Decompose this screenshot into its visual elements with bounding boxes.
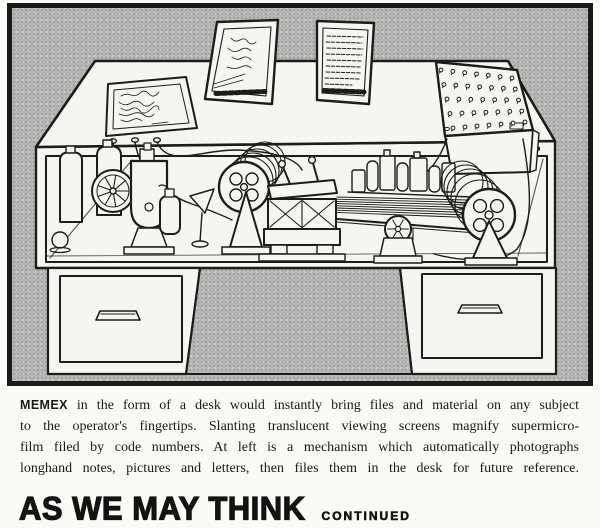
- writing-pad: [105, 76, 198, 144]
- electronics-units: [347, 149, 473, 198]
- caption-line-2: to the operator's fingertips. Slanting t…: [20, 419, 579, 434]
- caption-line-1: MEMEX in the form of a desk would instan…: [20, 395, 579, 416]
- kneehole: [185, 267, 413, 375]
- right-drawer-pedestal: [398, 266, 558, 376]
- viewing-screen-picture: [203, 18, 280, 106]
- spoked-wheel: [91, 169, 135, 213]
- keyboard-keys: [438, 67, 528, 132]
- caption-lead-word: MEMEX: [20, 398, 68, 412]
- article-headline: AS WE MAY THINK CONTINUED: [18, 490, 411, 528]
- caption-line-4: longhand notes, pictures and letters, th…: [20, 461, 579, 476]
- microfilm-reel-right: [440, 160, 518, 266]
- left-drawer-handle: [95, 310, 141, 321]
- caption-line-1-text: in the form of a desk would instantly br…: [67, 398, 579, 413]
- camera-tank: [123, 142, 175, 255]
- code-number-strip: [321, 88, 367, 95]
- drive-motor: [373, 215, 423, 264]
- viewing-screen-text: [315, 19, 376, 106]
- funnel-stand: [189, 188, 215, 248]
- headline-continued-label: CONTINUED: [321, 509, 411, 524]
- caption-line-3: film filed by code numbers. At left is a…: [20, 440, 579, 455]
- code-keyboard: [434, 60, 540, 175]
- figure-caption: MEMEX in the form of a desk would instan…: [20, 395, 579, 479]
- selector-carriage: [258, 155, 346, 262]
- code-number-strip: [213, 89, 268, 96]
- developer-cylinder: [158, 184, 181, 235]
- memex-illustration: [34, 18, 558, 376]
- right-drawer-handle: [457, 304, 503, 314]
- left-drawer-pedestal: [46, 266, 202, 376]
- memex-figure-panel: [7, 3, 593, 386]
- headline-title: AS WE MAY THINK: [18, 490, 306, 528]
- photographing-mechanism: [49, 139, 215, 255]
